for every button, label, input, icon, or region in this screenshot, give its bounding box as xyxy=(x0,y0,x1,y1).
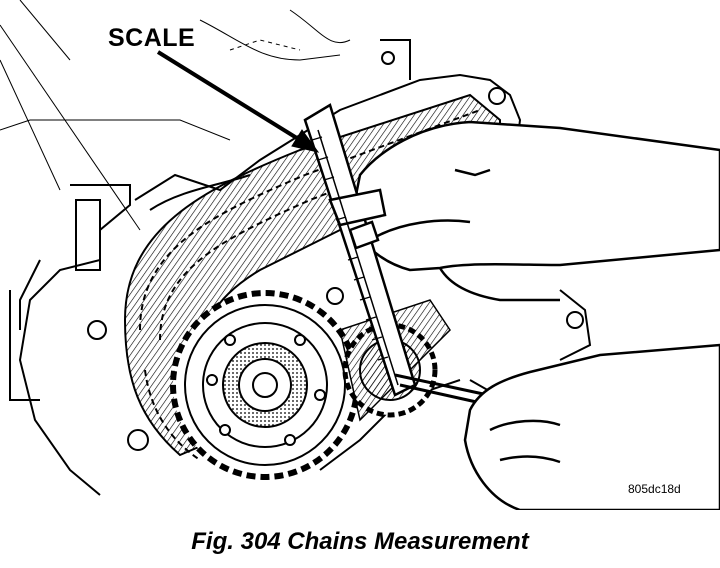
upper-hand xyxy=(350,120,720,302)
chain-measurement-illustration xyxy=(0,0,720,510)
scale-tool xyxy=(303,103,417,397)
callout-arrow xyxy=(156,50,320,153)
lower-hand xyxy=(463,343,720,510)
scale-callout-label: SCALE xyxy=(108,24,196,52)
crank-sprocket xyxy=(170,290,360,480)
background-lines xyxy=(0,0,351,231)
figure-caption: Fig. 304 Chains Measurement xyxy=(191,528,529,555)
image-reference-code: 805dc18d xyxy=(628,482,681,496)
